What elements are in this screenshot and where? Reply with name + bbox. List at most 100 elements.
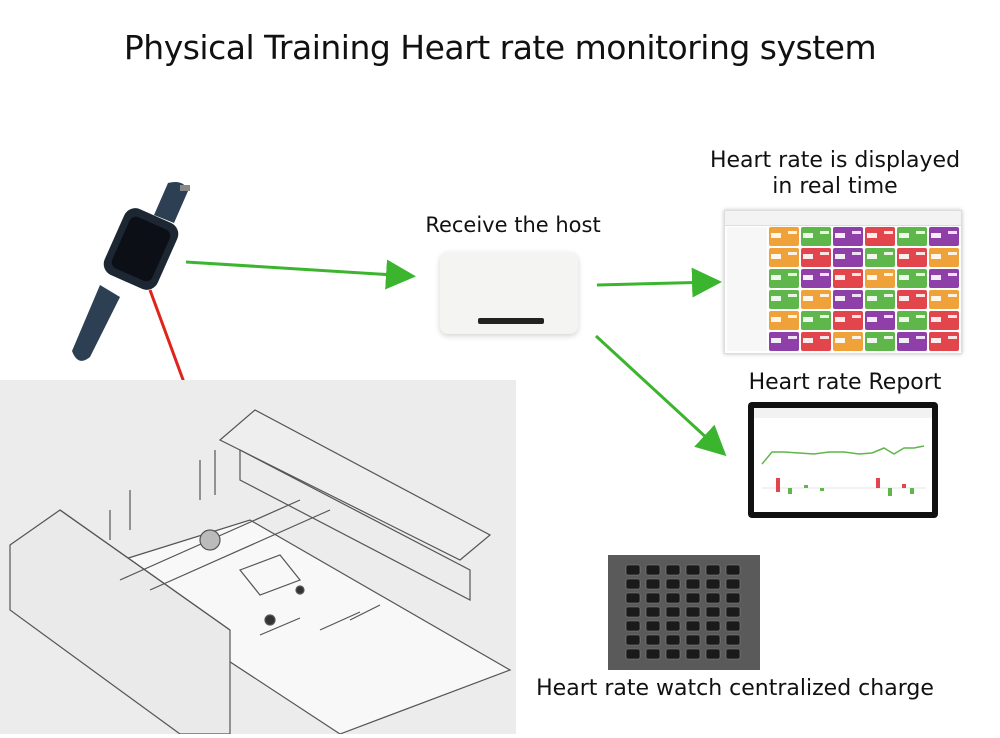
charging-slot — [645, 648, 661, 660]
dashboard-tile — [769, 227, 799, 246]
charging-slot — [645, 620, 661, 632]
dashboard-tile — [897, 269, 927, 288]
charging-slot — [685, 648, 701, 660]
charging-slot — [625, 620, 641, 632]
dashboard-tile — [833, 332, 863, 351]
dashboard-tile — [897, 332, 927, 351]
dashboard-tile — [897, 227, 927, 246]
charging-slot — [725, 606, 741, 618]
dashboard-tile — [865, 269, 895, 288]
dashboard-tile — [801, 290, 831, 309]
report-tablet — [748, 402, 938, 518]
charging-slot — [725, 648, 741, 660]
dashboard-tile — [897, 311, 927, 330]
charging-slot — [725, 634, 741, 646]
charging-slot — [685, 620, 701, 632]
charging-slot — [725, 564, 741, 576]
realtime-label-line2: in real time — [772, 174, 898, 199]
charging-slot — [685, 634, 701, 646]
dashboard-tile — [833, 248, 863, 267]
dashboard-tile — [929, 227, 959, 246]
dashboard-tile — [801, 269, 831, 288]
page-title: Physical Training Heart rate monitoring … — [123, 28, 877, 67]
charging-slot — [645, 634, 661, 646]
realtime-dashboard-screenshot — [724, 210, 962, 354]
charging-slot — [705, 648, 721, 660]
dashboard-tile — [865, 248, 895, 267]
charging-case-photo — [608, 555, 760, 670]
charging-slot — [705, 606, 721, 618]
charging-slot — [705, 634, 721, 646]
charging-slot — [705, 620, 721, 632]
dashboard-tile — [929, 248, 959, 267]
charging-slot — [625, 578, 641, 590]
charging-slot — [725, 578, 741, 590]
charging-slot — [645, 592, 661, 604]
charging-slot — [705, 564, 721, 576]
charging-slot — [685, 606, 701, 618]
charging-slot — [645, 606, 661, 618]
charging-slot — [665, 606, 681, 618]
charging-slot — [685, 564, 701, 576]
realtime-label-line1: Heart rate is displayed — [709, 148, 961, 173]
charging-slot — [665, 634, 681, 646]
dashboard-tile — [929, 332, 959, 351]
charging-slot — [705, 578, 721, 590]
charging-slot — [725, 592, 741, 604]
dashboard-tile — [833, 290, 863, 309]
dashboard-tile — [769, 269, 799, 288]
training-facility-drawing — [0, 380, 516, 735]
charging-slot — [625, 634, 641, 646]
charging-slot — [725, 620, 741, 632]
host-label: Receive the host — [425, 213, 601, 237]
smartwatch-icon — [72, 182, 190, 361]
arrow-watch-to-host — [185, 259, 416, 290]
report-label: Heart rate Report — [748, 370, 942, 395]
dashboard-tile — [865, 290, 895, 309]
dashboard-tile — [865, 227, 895, 246]
dashboard-tile — [833, 311, 863, 330]
dashboard-tile-grid — [769, 227, 959, 351]
dashboard-tile — [769, 311, 799, 330]
report-screen — [754, 408, 932, 512]
dashboard-tile — [801, 227, 831, 246]
receiver-host-device — [440, 252, 578, 334]
charge-label: Heart rate watch centralized charge — [536, 676, 934, 701]
dashboard-tile — [801, 332, 831, 351]
charging-slot — [665, 578, 681, 590]
charging-slot — [665, 620, 681, 632]
charging-slot — [685, 592, 701, 604]
dashboard-tile — [769, 332, 799, 351]
dashboard-tile — [833, 227, 863, 246]
dashboard-tile — [865, 332, 895, 351]
charging-slot — [625, 564, 641, 576]
charging-slot — [705, 592, 721, 604]
dashboard-tile — [929, 290, 959, 309]
charging-slot — [625, 606, 641, 618]
dashboard-tile — [929, 311, 959, 330]
dashboard-tile — [929, 269, 959, 288]
dashboard-tile — [801, 248, 831, 267]
dashboard-tile — [865, 311, 895, 330]
charging-slot — [665, 564, 681, 576]
dashboard-tile — [897, 248, 927, 267]
dashboard-tile — [801, 311, 831, 330]
dashboard-tile — [897, 290, 927, 309]
host-slot — [478, 318, 544, 324]
arrow-host-to-display — [596, 267, 722, 298]
dashboard-header — [725, 211, 961, 226]
arrow-host-to-report — [594, 334, 727, 457]
charging-slots — [625, 564, 741, 660]
charging-slot — [625, 648, 641, 660]
charging-slot — [645, 564, 661, 576]
charging-slot — [685, 578, 701, 590]
dashboard-tile — [769, 290, 799, 309]
charging-slot — [665, 592, 681, 604]
charging-slot — [665, 648, 681, 660]
dashboard-sidebar — [727, 227, 767, 351]
dashboard-tile — [769, 248, 799, 267]
dashboard-tile — [833, 269, 863, 288]
report-charts — [754, 408, 932, 496]
charging-slot — [625, 592, 641, 604]
charging-slot — [645, 578, 661, 590]
